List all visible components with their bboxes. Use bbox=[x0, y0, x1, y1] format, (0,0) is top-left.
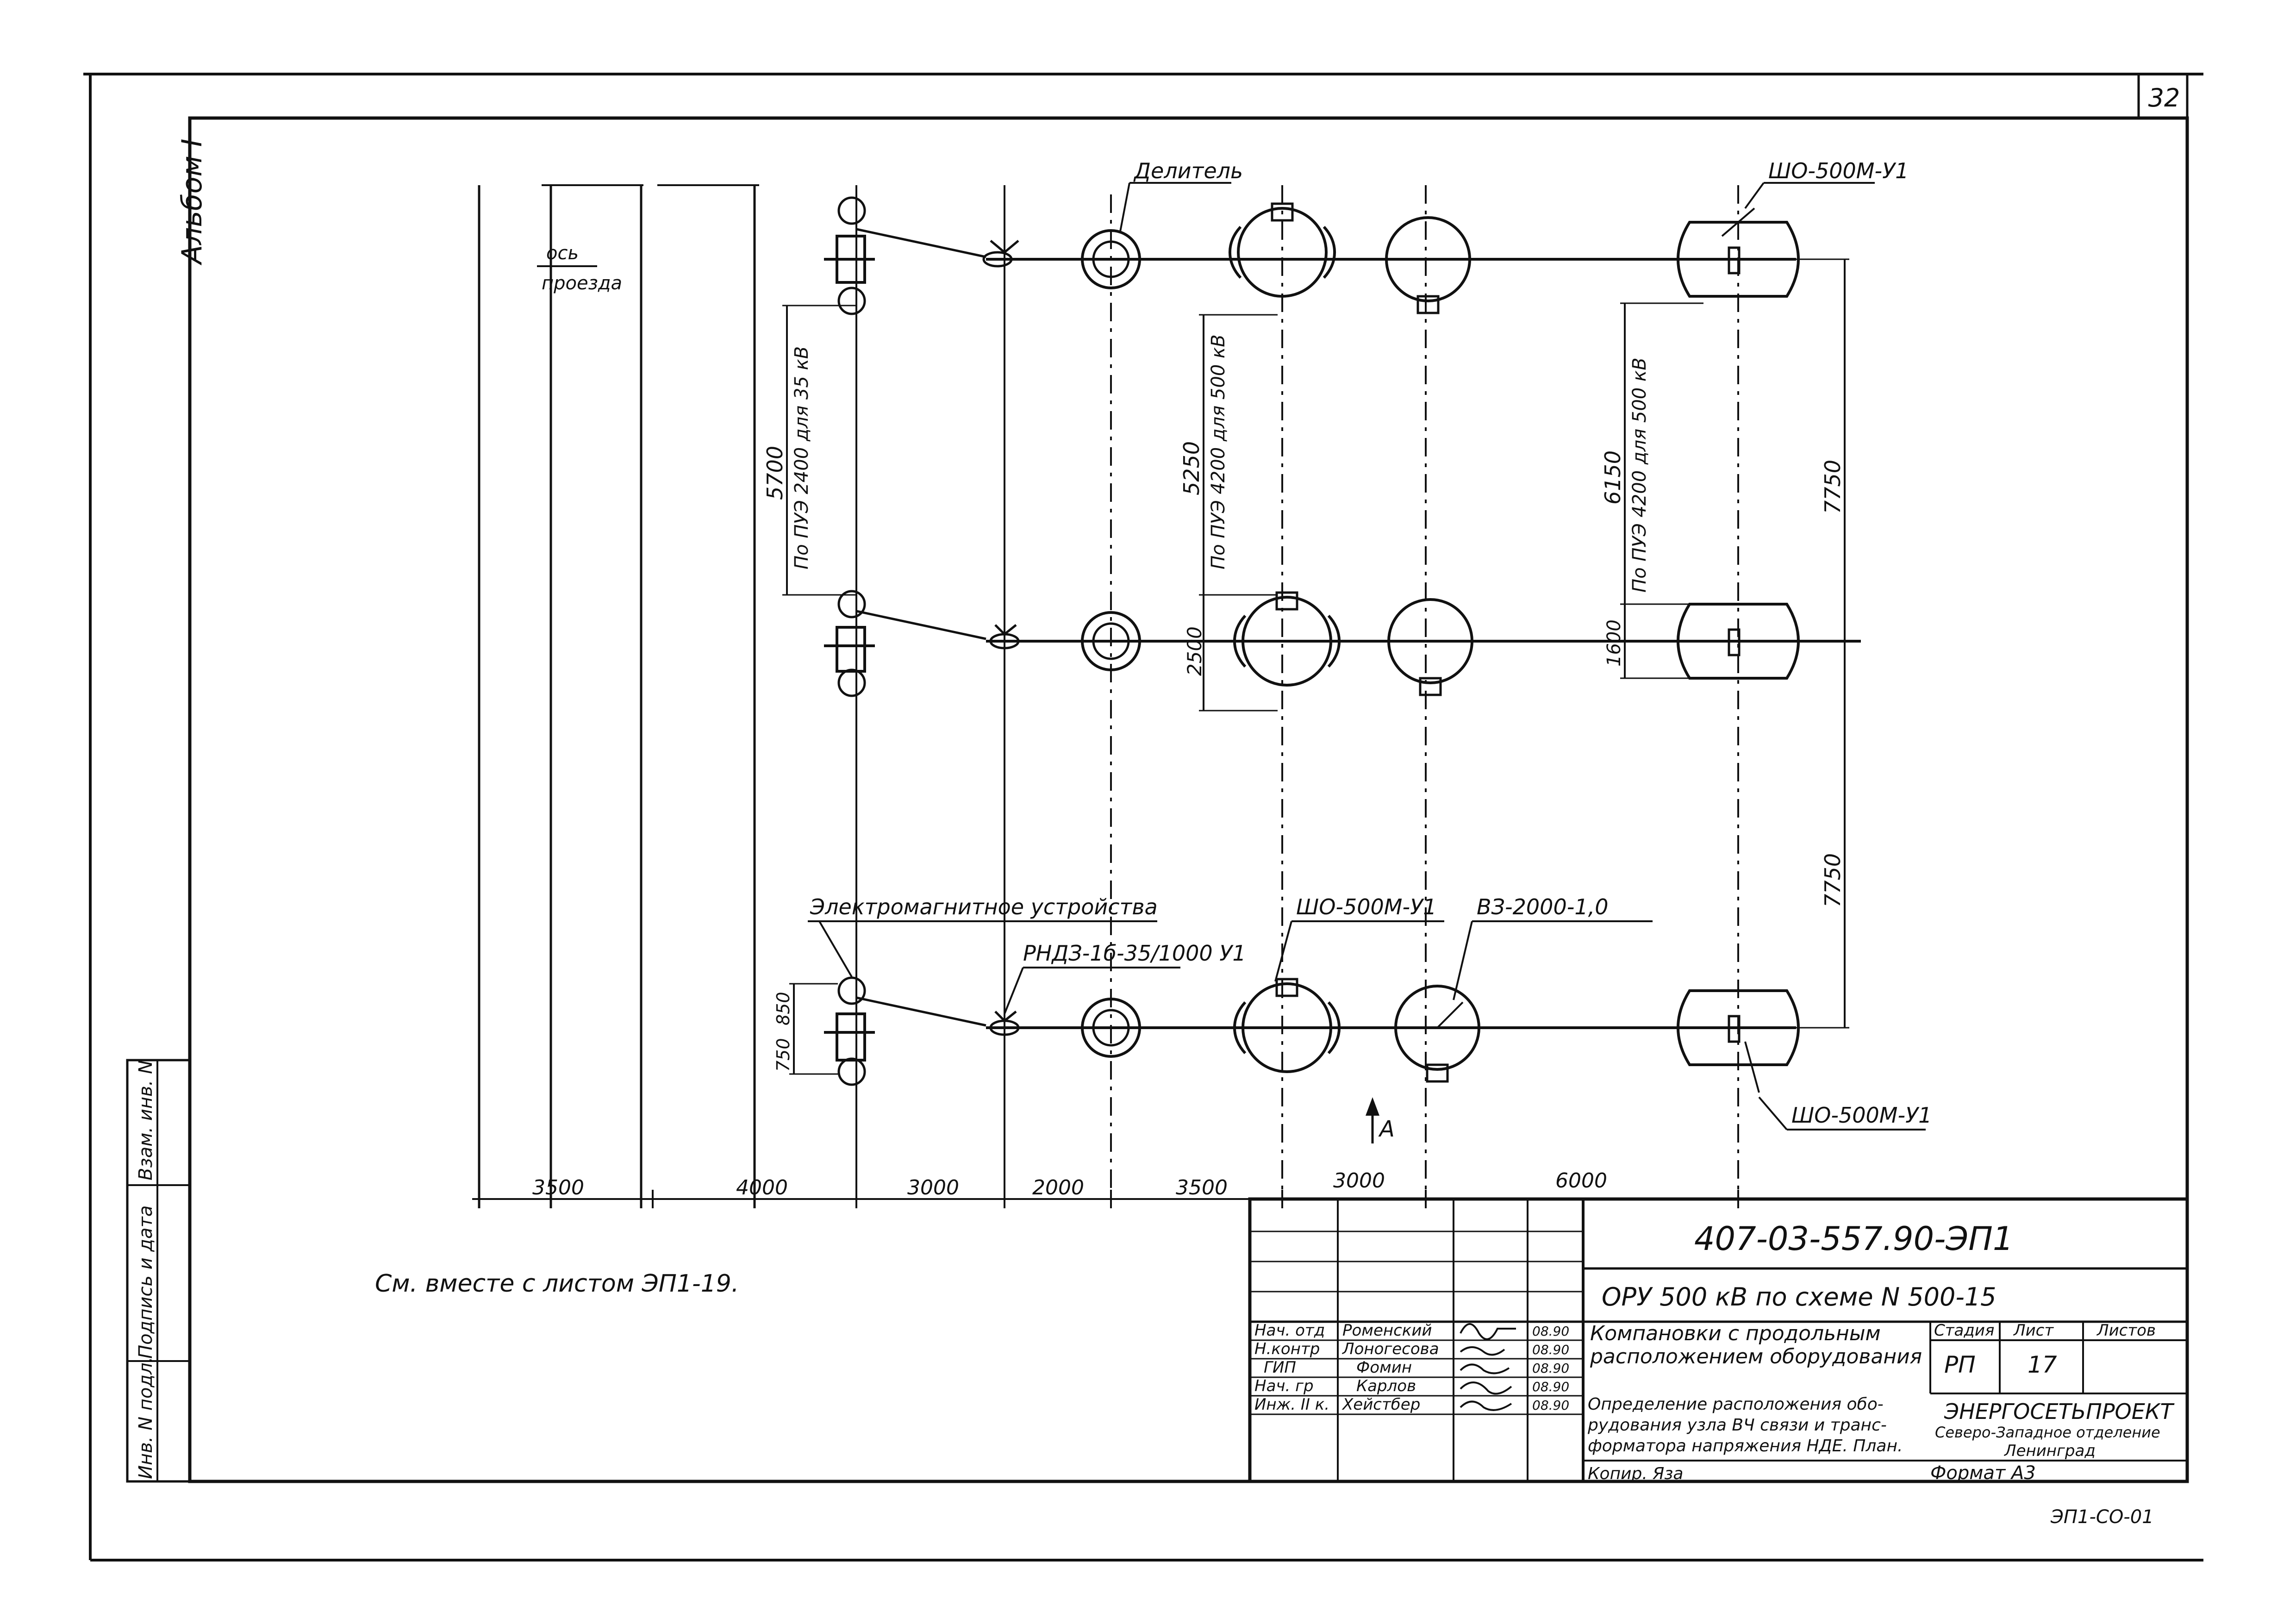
inner-frame bbox=[188, 116, 2189, 1483]
dim-6150: 6150 bbox=[1600, 450, 1625, 505]
person-date: 08.90 bbox=[1532, 1361, 1569, 1376]
sho-bottom-label: ШО-500М-У1 bbox=[1791, 1103, 1932, 1128]
stamp-people: Нач. отд Роменский 08.90 Н.контр Лоногес… bbox=[1254, 1321, 1569, 1414]
dim-5250: 5250 bbox=[1179, 441, 1204, 495]
dim-bottom-6: 3000 bbox=[1333, 1169, 1385, 1193]
rnd-label: РНДЗ-1б-35/1000 У1 bbox=[1023, 941, 1246, 966]
sheet-frames bbox=[83, 73, 2203, 1562]
stamp-org-3: Ленинград bbox=[2003, 1442, 2096, 1460]
dim-7750-bottom: 7750 bbox=[1820, 853, 1845, 907]
person-date: 08.90 bbox=[1532, 1342, 1569, 1357]
stamp-org-2: Северо-Западное отделение bbox=[1935, 1424, 2160, 1441]
divider-units bbox=[1081, 229, 1141, 1058]
stamp-desc-2: рудования узла ВЧ связи и транс- bbox=[1587, 1416, 1887, 1435]
side-stamp-replacement: Взам. инв. N bbox=[135, 1060, 156, 1181]
person-role: Нач. отд bbox=[1254, 1321, 1325, 1340]
person-name: Фомин bbox=[1356, 1358, 1412, 1377]
disconnector-middle bbox=[824, 590, 875, 697]
stamp-desc-3: форматора напряжения НДЕ. План. bbox=[1588, 1437, 1903, 1455]
line-arresters bbox=[982, 240, 1020, 1036]
road-axis-label-1: ось bbox=[546, 243, 579, 264]
person-date: 08.90 bbox=[1532, 1379, 1569, 1394]
dim-bottom-3: 3000 bbox=[907, 1176, 959, 1199]
stamp-title-2: расположением оборудования bbox=[1590, 1345, 1922, 1368]
dim-bottom-7: 6000 bbox=[1555, 1169, 1607, 1193]
stamp-title-1: Компановки с продольным bbox=[1590, 1322, 1881, 1345]
dim-5700: 5700 bbox=[762, 446, 787, 500]
side-stamp: Взам. инв. N Подпись и дата Инв. N подл. bbox=[126, 1059, 191, 1483]
dim-pue-2400: По ПУЭ 2400 для 35 кВ bbox=[791, 346, 812, 569]
person-name: Роменский bbox=[1342, 1321, 1432, 1340]
title-block bbox=[1248, 1197, 2189, 1483]
person-role: Инж. II к. bbox=[1254, 1395, 1329, 1414]
vertical-dimensions bbox=[478, 185, 1849, 1208]
person-name: Хейстбер bbox=[1341, 1395, 1420, 1414]
stamp-col-sheet: Лист bbox=[2013, 1321, 2054, 1340]
stamp-desc-1: Определение расположения обо- bbox=[1588, 1395, 1884, 1414]
leader-lines bbox=[808, 182, 1926, 1131]
person-name: Карлов bbox=[1356, 1377, 1416, 1395]
album-title: Альбом I bbox=[176, 139, 208, 266]
vz-label: ВЗ-2000-1,0 bbox=[1477, 894, 1608, 919]
section-arrow-label: А bbox=[1378, 1116, 1395, 1142]
stamp-col-sheets: Листов bbox=[2096, 1321, 2156, 1340]
dim-pue-4200-a: По ПУЭ 4200 для 500 кВ bbox=[1208, 334, 1229, 569]
road-axis: ось проезда bbox=[478, 184, 759, 1208]
dim-bottom-5: 3500 bbox=[1176, 1176, 1228, 1199]
section-arrow: А bbox=[1366, 1097, 1395, 1143]
dim-7750-top: 7750 bbox=[1820, 460, 1845, 514]
side-stamp-inv-orig: Инв. N подл. bbox=[135, 1357, 156, 1479]
dim-850: 850 bbox=[773, 992, 793, 1025]
person-role: Н.контр bbox=[1254, 1340, 1320, 1358]
hf-chokes-col2 bbox=[1385, 216, 1480, 1083]
dim-bottom-2: 4000 bbox=[736, 1176, 788, 1199]
stamp-copied: Копир. Яза bbox=[1588, 1464, 1683, 1483]
dim-750: 750 bbox=[773, 1038, 793, 1072]
sho-top-label: ШО-500М-У1 bbox=[1768, 158, 1909, 183]
side-stamp-sign-date: Подпись и дата bbox=[135, 1206, 156, 1359]
stamp-sheet-no: 17 bbox=[2028, 1351, 2057, 1378]
divider-label: Делитель bbox=[1133, 158, 1243, 183]
equipment-axes bbox=[855, 185, 1739, 1208]
person-name: Лоногесова bbox=[1341, 1340, 1439, 1358]
dim-bottom-4: 2000 bbox=[1032, 1176, 1084, 1199]
stamp-code: 407-03-557.90-ЭП1 bbox=[1694, 1220, 2013, 1258]
page-number: 32 bbox=[2148, 83, 2180, 112]
phase-lines bbox=[856, 228, 1861, 1029]
see-also-note: См. вместе с листом ЭП1-19. bbox=[375, 1270, 739, 1298]
person-date: 08.90 bbox=[1532, 1398, 1569, 1413]
dim-1600: 1600 bbox=[1603, 619, 1625, 667]
road-axis-label-2: проезда bbox=[542, 273, 622, 294]
sho-units bbox=[1677, 207, 1800, 1093]
stamp-stage: РП bbox=[1944, 1351, 1976, 1378]
stamp-format: Формат А3 bbox=[1930, 1462, 2036, 1484]
signatures bbox=[1460, 1323, 1516, 1411]
copy-mark: ЭП1-СО-01 bbox=[2050, 1506, 2154, 1528]
dim-pue-4200-b: По ПУЭ 4200 для 500 кВ bbox=[1629, 357, 1650, 593]
stamp-project: ОРУ 500 кВ по схеме N 500-15 bbox=[1602, 1282, 1997, 1312]
disconnector-top bbox=[824, 196, 875, 315]
person-role: Нач. гр bbox=[1254, 1377, 1314, 1395]
em-device-label: Электромагнитное устройства bbox=[810, 894, 1158, 919]
dim-2500: 2500 bbox=[1183, 626, 1206, 676]
sho-middle-label: ШО-500М-У1 bbox=[1296, 894, 1436, 919]
stamp-org-1: ЭНЕРГОСЕТЬПРОЕКТ bbox=[1944, 1399, 2175, 1424]
stamp-col-stage: Стадия bbox=[1934, 1321, 1994, 1340]
dim-bottom-1: 3500 bbox=[532, 1176, 584, 1199]
person-role: ГИП bbox=[1264, 1358, 1296, 1377]
disconnector-bottom bbox=[824, 976, 875, 1086]
person-date: 08.90 bbox=[1532, 1324, 1569, 1339]
hf-chokes-col1 bbox=[1229, 202, 1341, 1073]
